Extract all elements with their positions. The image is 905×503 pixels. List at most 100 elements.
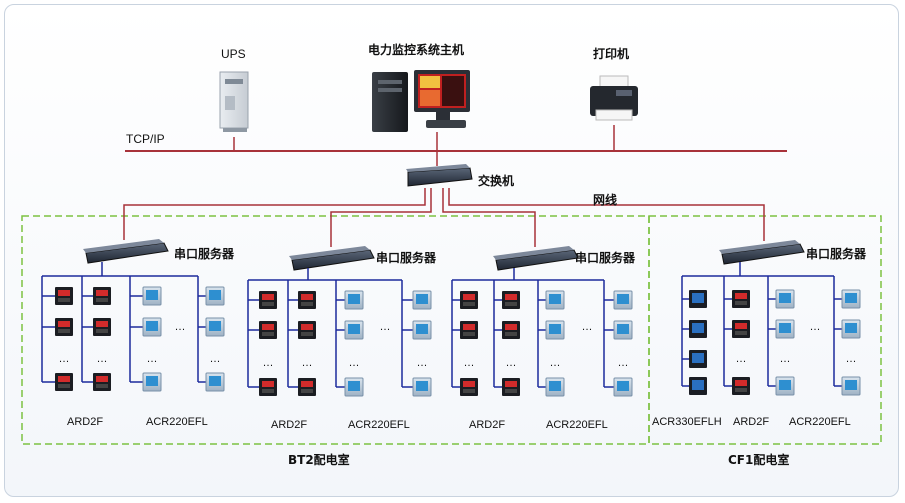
- group-label-ard2f-1: ARD2F: [67, 416, 103, 428]
- meter-g3c1-3: [460, 378, 478, 396]
- group-label-acr220efl-2: ACR220EFL: [348, 419, 410, 431]
- ellipsis-g3c3-2: …: [550, 357, 561, 369]
- switch-icon: [406, 164, 473, 187]
- meter-g3c4-0: [613, 290, 633, 310]
- meter-g1c4-0: [205, 286, 225, 306]
- meter-g2c1-3: [259, 378, 277, 396]
- meter-g1c2-3: [93, 373, 111, 391]
- host-computer-icon: [372, 70, 470, 132]
- group-label-acr220efl-1: ACR220EFL: [146, 416, 208, 428]
- server-label-3: 串口服务器: [575, 250, 636, 265]
- meter-g1c2-0: [93, 287, 111, 305]
- meter-g4c3-3: [775, 376, 795, 396]
- ellipsis-g2c2-2: …: [302, 357, 313, 369]
- ellipsis-g1c1-2: …: [59, 353, 70, 365]
- meter-g4c1-1: [689, 320, 707, 338]
- serial-server-icon-1: [83, 239, 169, 264]
- zone-cf1: [648, 215, 882, 445]
- ellipsis-g3c4-2: …: [618, 357, 629, 369]
- meter-g2c2-0: [298, 291, 316, 309]
- meter-g4c1-2: [689, 350, 707, 368]
- meter-g2c2-1: [298, 321, 316, 339]
- meter-g1c3-0: [142, 286, 162, 306]
- meter-g2c1-0: [259, 291, 277, 309]
- meter-g1c1-3: [55, 373, 73, 391]
- group-label-ard2f-2: ARD2F: [271, 419, 307, 431]
- meter-g1c2-1: [93, 318, 111, 336]
- host-label: 电力监控系统主机: [368, 42, 464, 57]
- meter-g4c4-1: [841, 319, 861, 339]
- room-label-bt2: BT2配电室: [288, 452, 350, 467]
- meter-g1c1-1: [55, 318, 73, 336]
- meter-g3c3-0: [545, 290, 565, 310]
- meter-g2c3-0: [344, 290, 364, 310]
- meter-g4c2-3: [732, 377, 750, 395]
- meter-g3c2-0: [502, 291, 520, 309]
- meter-g4c2-0: [732, 290, 750, 308]
- room-label-cf1: CF1配电室: [728, 452, 789, 467]
- meter-g3c4-1: [613, 320, 633, 340]
- ellipsis-g2-mid: …: [380, 321, 391, 333]
- meter-g3c2-3: [502, 378, 520, 396]
- switch-label: 交换机: [478, 173, 514, 188]
- ups-icon: [219, 71, 249, 132]
- server-label-2: 串口服务器: [376, 250, 437, 265]
- meter-g4c4-0: [841, 289, 861, 309]
- meter-g2c4-3: [412, 377, 432, 397]
- meter-g2c1-1: [259, 321, 277, 339]
- ellipsis-g1c4-2: …: [210, 353, 221, 365]
- ellipsis-g3-mid: …: [582, 321, 593, 333]
- ellipsis-g4c3-2: …: [780, 353, 791, 365]
- meter-g1c3-1: [142, 317, 162, 337]
- serial-server-icon-3: [493, 246, 579, 271]
- meter-g1c3-3: [142, 372, 162, 392]
- meter-g4c1-3: [689, 377, 707, 395]
- server-label-4: 串口服务器: [806, 246, 867, 261]
- ellipsis-g3c1-2: …: [464, 357, 475, 369]
- meter-g3c4-3: [613, 377, 633, 397]
- meter-g1c1-0: [55, 287, 73, 305]
- ups-label: UPS: [221, 47, 246, 61]
- server-label-1: 串口服务器: [174, 246, 235, 261]
- meter-g2c4-0: [412, 290, 432, 310]
- network-cables: [123, 188, 765, 247]
- meter-g2c3-1: [344, 320, 364, 340]
- meter-g3c1-0: [460, 291, 478, 309]
- meter-g4c2-1: [732, 320, 750, 338]
- meter-g3c3-1: [545, 320, 565, 340]
- meter-g4c3-0: [775, 289, 795, 309]
- ellipsis-g2c4-2: …: [417, 357, 428, 369]
- group-label-acr220efl-3: ACR220EFL: [546, 419, 608, 431]
- group-label-acr330eflh: ACR330EFLH: [652, 416, 722, 428]
- meter-g4c4-3: [841, 376, 861, 396]
- ellipsis-g1c3-2: …: [147, 353, 158, 365]
- ellipsis-g1c2-2: …: [97, 353, 108, 365]
- group-label-ard2f-4: ARD2F: [733, 416, 769, 428]
- group-label-ard2f-3: ARD2F: [469, 419, 505, 431]
- meter-g2c2-3: [298, 378, 316, 396]
- meter-g4c1-0: [689, 290, 707, 308]
- meter-g3c1-1: [460, 321, 478, 339]
- meter-g2c3-3: [344, 377, 364, 397]
- serial-server-icon-4: [719, 240, 805, 265]
- ellipsis-g1-mid: …: [175, 321, 186, 333]
- cable-label: 网线: [593, 192, 617, 207]
- tcpip-label: TCP/IP: [126, 132, 165, 146]
- meter-g1c4-1: [205, 317, 225, 337]
- ellipsis-g4-mid: …: [810, 321, 821, 333]
- printer-label: 打印机: [593, 46, 629, 61]
- meter-g3c2-1: [502, 321, 520, 339]
- ellipsis-g2c3-2: …: [349, 357, 360, 369]
- printer-icon: [590, 75, 638, 121]
- ellipsis-g2c1-2: …: [263, 357, 274, 369]
- ellipsis-g4c4-2: …: [846, 353, 857, 365]
- meter-g4c3-1: [775, 319, 795, 339]
- ellipsis-g3c2-2: …: [506, 357, 517, 369]
- meter-g1c4-3: [205, 372, 225, 392]
- group-label-acr220efl-4: ACR220EFL: [789, 416, 851, 428]
- serial-server-icon-2: [289, 246, 375, 271]
- meter-g2c4-1: [412, 320, 432, 340]
- meter-g3c3-3: [545, 377, 565, 397]
